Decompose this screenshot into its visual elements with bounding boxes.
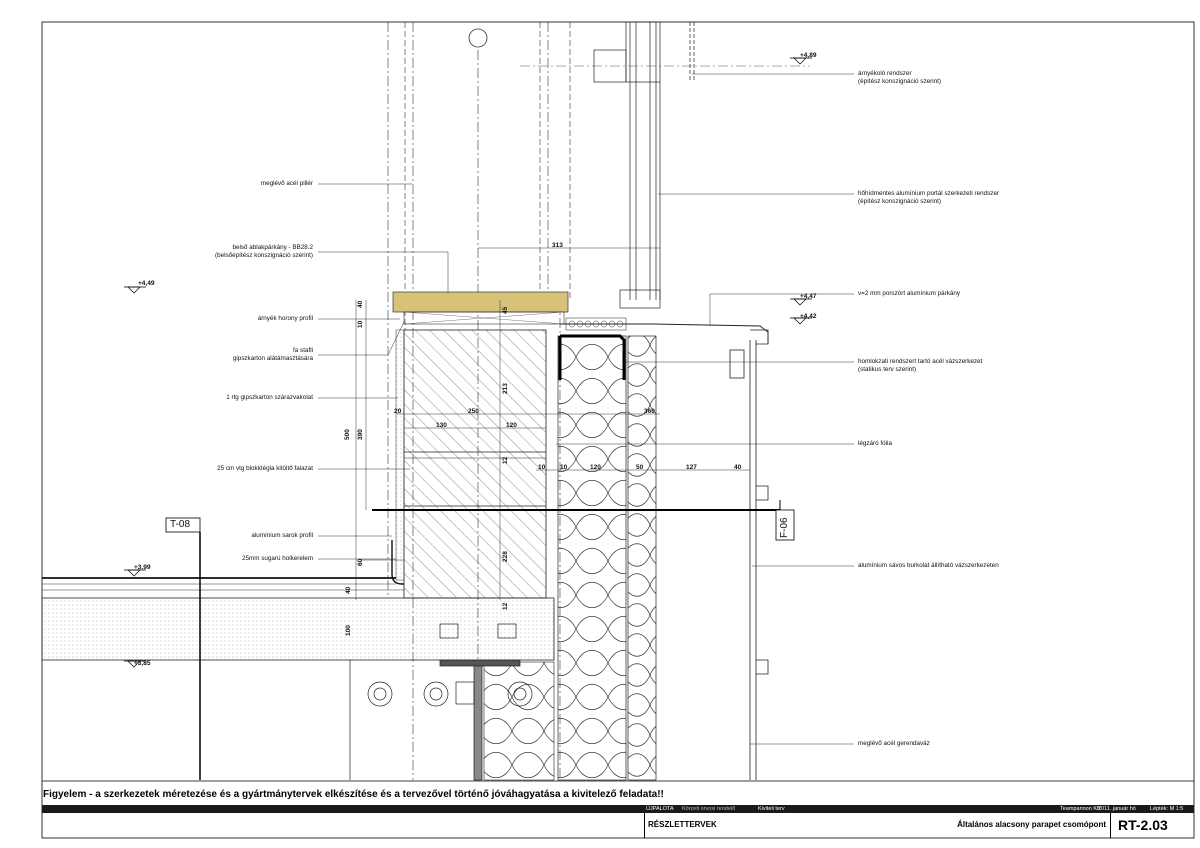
label-shadow-groove: árnyék horony profil	[257, 315, 313, 322]
level-449: +4,49	[138, 280, 155, 287]
section-tag-t08: T-08	[170, 519, 191, 530]
label-cove: 25mm sugarú holkerelem	[241, 555, 313, 562]
level-399: +3,99	[134, 564, 151, 571]
dim-60: 60	[357, 558, 364, 566]
dim-120-a: 120	[506, 422, 517, 429]
drywall	[395, 329, 405, 581]
dim-213: 213	[502, 383, 509, 394]
dim-250: 250	[468, 408, 479, 415]
dim-10-b: 10	[538, 464, 546, 471]
dim-120-b: 120	[590, 464, 601, 471]
label-aluminium-sill: v=2 mm porszórt alumínium párkány	[858, 290, 961, 297]
dim-10-c: 10	[560, 464, 568, 471]
drawing-title: Általános alacsony parapet csomópont	[957, 820, 1106, 829]
leader-lines	[318, 73, 854, 745]
dim-360: 360	[644, 408, 655, 415]
label-cladding: alumínium sávos burkolat állítható vázsz…	[858, 562, 999, 569]
label-airtight-foil: légzáró fólia	[858, 440, 892, 447]
level-442: +4,42	[800, 313, 817, 320]
dim-127: 127	[686, 464, 697, 471]
company: Teampannon Kft.	[1060, 806, 1102, 812]
label-steel-frame: homlokzati rendszert tartó acél vázszerk…	[858, 358, 983, 373]
sheet-number: RT-2.03	[1118, 817, 1168, 833]
dim-12-a: 12	[502, 456, 509, 464]
dim-130: 130	[436, 422, 447, 429]
dim-100: 100	[345, 625, 352, 636]
cladding	[729, 329, 769, 780]
dim-390: 390	[357, 429, 364, 440]
dimension-lines	[355, 247, 750, 600]
level-markers	[124, 57, 812, 668]
sheet-border	[41, 21, 1195, 839]
sub-project: Körzeti orvosi rendelő	[682, 806, 736, 812]
portal-frame	[593, 21, 695, 309]
level-447: +4,47	[800, 293, 817, 300]
dim-40-c: 40	[345, 586, 352, 594]
dim-40-b: 40	[734, 464, 742, 471]
date: 2011. január hó	[1098, 806, 1136, 812]
label-wood-batten: fa stafli gipszkarton alátámasztására	[232, 347, 313, 362]
label-brick-wall: 25 cm vtg blokktégla kitöltő falazat	[217, 465, 313, 472]
label-portal: hőhídmentes alumínium portál szerkezeti …	[858, 190, 1000, 205]
dim-228: 228	[502, 551, 509, 562]
floor-slab	[41, 597, 555, 661]
level-489: +4,89	[800, 52, 817, 59]
brick-wall	[403, 329, 547, 599]
interior-sill	[392, 291, 569, 313]
steel-beam	[349, 623, 533, 781]
drawing-category: RÉSZLETTERVEK	[648, 820, 717, 829]
dim-45: 45	[502, 306, 509, 314]
dim-313: 313	[552, 242, 563, 249]
label-corner-profile: alumínium sarok profil	[251, 532, 313, 539]
scale: Lépték: M 1:5	[1150, 806, 1184, 812]
project-name: ÚJPALOTA	[646, 806, 674, 812]
dim-12-b: 12	[502, 602, 509, 610]
dim-500: 500	[344, 429, 351, 440]
label-steel-column: meglévő acél pillér	[260, 180, 313, 187]
dim-40: 40	[357, 300, 364, 308]
steel-support	[560, 334, 626, 380]
label-interior-sill: belső ablakpárkány - BB28.2 (belsőépítés…	[215, 244, 313, 259]
section-tag-f06: F-06	[779, 517, 790, 538]
insulation-inner	[557, 335, 627, 781]
dim-10: 10	[357, 320, 364, 328]
label-beam-frame: meglévő acél gerendaváz	[858, 740, 930, 747]
design-phase: Kiviteli terv	[758, 806, 785, 812]
dim-20: 20	[394, 408, 402, 415]
warning-note: Figyelem - a szerkezetek méretezése és a…	[43, 789, 664, 800]
label-drywall: 1 rtg gipszkarton szárazvakolat	[226, 394, 313, 401]
level-385: +3,85	[134, 660, 151, 667]
label-shading: árnyékoló rendszer (építész konszignáció…	[858, 70, 941, 85]
dim-50: 50	[636, 464, 644, 471]
title-bar: ÚJPALOTA Körzeti orvosi rendelő Kiviteli…	[42, 805, 1194, 813]
insulation-outer	[627, 335, 657, 781]
